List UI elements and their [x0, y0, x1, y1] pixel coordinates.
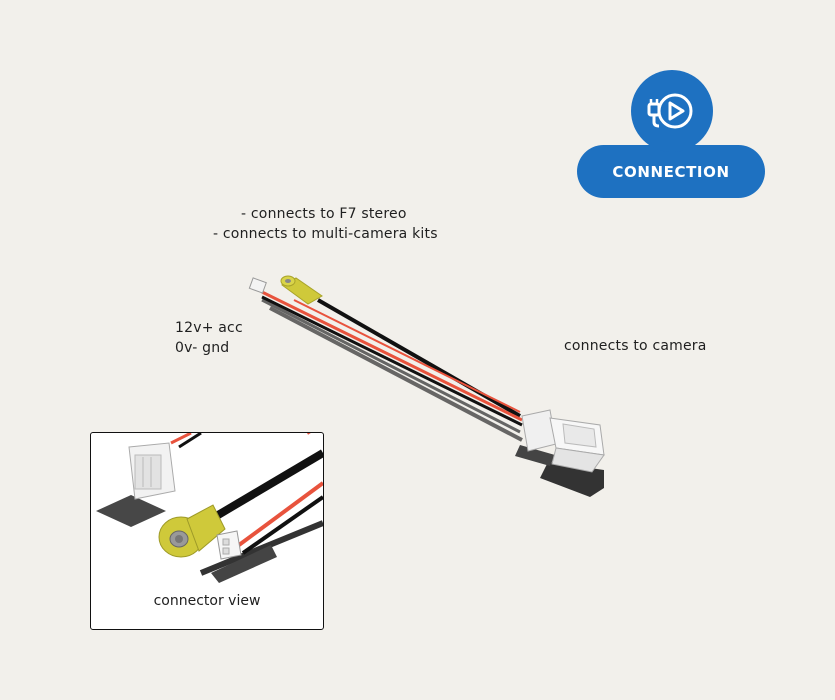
label-ground: 0v- gnd: [175, 340, 230, 356]
connector-closeup-illustration: [96, 433, 323, 583]
red-wire: [293, 299, 521, 413]
cable-shadow: [269, 306, 523, 442]
plug-play-icon: [647, 93, 693, 129]
red-wire: [261, 290, 523, 422]
inset-caption: connector view: [153, 593, 261, 609]
black-wire: [261, 295, 523, 427]
label-camera: connects to camera: [564, 338, 707, 354]
connector-view-inset: connector view: [90, 432, 324, 630]
label-f7-stereo: - connects to F7 stereo: [241, 206, 407, 222]
camera-connector: [521, 409, 605, 473]
badge-icon-circle: [631, 70, 713, 152]
connection-badge: CONNECTION: [577, 145, 765, 198]
label-multi-camera: - connects to multi-camera kits: [213, 226, 438, 242]
cable-shadow: [261, 298, 521, 434]
connector-shadow: [515, 445, 555, 466]
jst-connector: [248, 277, 267, 294]
label-12v-acc: 12v+ acc: [175, 320, 243, 336]
rca-plug: [280, 275, 323, 305]
black-wire: [317, 298, 521, 418]
